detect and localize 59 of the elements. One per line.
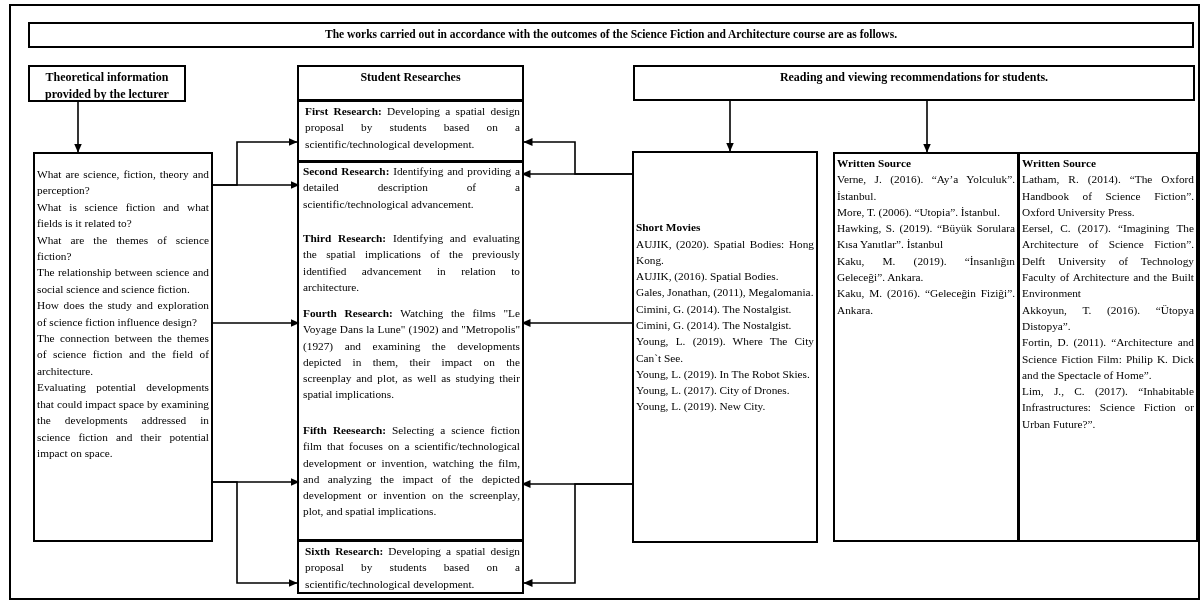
research-text: First Research: Developing a spatial design proposal by students based on a scientific/technological development. [305, 104, 520, 152]
reference-text: Fortin, D. (2011). “Architecture and Science Fiction Film: Philip K. Dick and the Spectacle of Home”. [1022, 335, 1194, 383]
question-text: How does the study and exploration of science fiction influence design? [37, 298, 209, 330]
reference-text: Young, L. (2017). City of Drones. [636, 383, 791, 399]
research-text: Fourth Research: Watching the films "Le Voyage Dans la Lune" (1902) and "Metropolis" (1927) and examining the developments depicted in them, their impact on the screenplay and plot, as well as studying their spatial implications. [303, 306, 520, 403]
title-box [28, 22, 1194, 48]
header-box [633, 65, 1195, 101]
connector-arrow [523, 483, 633, 587]
header-text: Theoretical information provided by the lecturer [44, 69, 170, 103]
question-text: Evaluating potential developments that could impact space by examining the developments addressed in science fiction and their potential impact on space. [37, 380, 209, 461]
research-text: Second Research: Identifying and providing a detailed description of a scientific/technological advancement. [303, 164, 520, 212]
research-box [297, 540, 524, 594]
reference-box [833, 152, 1019, 542]
reference-box [1018, 152, 1198, 542]
reference-text: AUJIK, (2020). Spatial Bodies: Hong Kong. [636, 236, 814, 268]
reference-text: More, T. (2006). “Utopia”. İstanbul. [837, 204, 1002, 220]
question-text: The relationship between science and social science and science fiction. [37, 265, 209, 297]
reference-text: Verne, J. (2016). “Ay’a Yolculuk”. İstanbul. [837, 172, 1015, 204]
research-text: Fifth Reesearch: Selecting a science fiction film that focuses on a scientific/technological development or invention, watching the film, and analyzing the impact of the depicted development or invention on the screenplay, plot, and spatial implications. [303, 423, 520, 520]
reference-box [632, 151, 818, 543]
reference-text: Young, L. (2019). Where The City Can`t See. [636, 334, 814, 366]
connector-arrow [521, 170, 633, 178]
reference-text: Akkoyun, T. (2016). “Ütopya Distopya”. [1022, 302, 1194, 334]
header-text: Student Researches [360, 69, 461, 86]
connector-arrow [74, 101, 82, 153]
section-heading: Short Movies [636, 220, 702, 236]
research-box [297, 100, 524, 162]
reference-text: AUJIK, (2016). Spatial Bodies. [636, 269, 780, 285]
research-text: Sixth Research: Developing a spatial design proposal by students based on a scientific/technological development. [305, 544, 520, 592]
question-text: What are the themes of science fiction? [37, 232, 209, 265]
connector-arrow [212, 181, 300, 189]
question-text: The connection between the themes of science fiction and the field of architecture. [37, 331, 209, 379]
reference-text: Gales, Jonathan, (2011), Megalomania. [636, 285, 814, 301]
reference-text: Kaku, M. (2016). “Geleceğin Fiziği”. Ankara. [837, 286, 1015, 318]
section-heading: Written Source [1022, 156, 1097, 171]
research-text: Third Research: Identifying and evaluating the spatial implications of the previously identified advancement in relation to architecture. [303, 231, 520, 295]
header-box [297, 65, 524, 101]
reference-text: Eersel, C. (2017). “Imagining The Architecture of Science Fiction”. Delft University of Technology Faculty of Architecture and the Built Environment [1022, 221, 1194, 302]
title-text: The works carried out in accordance with the outcomes of the Science Fiction and Architecture course are as follows. [324, 27, 897, 43]
header-text: Reading and viewing recommendations for students. [779, 69, 1049, 86]
reference-text: Cimini, G. (2014). The Nostalgist. [636, 318, 793, 333]
reference-text: Cimini, G. (2014). The Nostalgist. [636, 301, 793, 317]
connector-arrow [726, 100, 734, 152]
group-box [297, 161, 524, 541]
reference-text: Kaku, M. (2019). “İnsanlığın Geleceği”. Ankara. [837, 253, 1015, 286]
reference-text: Young, L. (2019). In The Robot Skies. [636, 366, 811, 382]
question-text: What is science fiction and what fields is it related to? [37, 199, 209, 232]
reference-text: Latham, R. (2014). “The Oxford Handbook of Science Fiction”. Oxford University Press. [1022, 172, 1194, 220]
section-heading: Written Source [837, 156, 912, 171]
question-text: What are science, fiction, theory and perception? [37, 167, 209, 199]
header-box [28, 65, 186, 102]
connector-arrow [212, 481, 298, 587]
question-list-box [33, 152, 213, 542]
connector-arrow [521, 319, 633, 327]
connector-arrow [923, 100, 931, 153]
connector-arrow [212, 319, 300, 327]
reference-text: Lim, J., C. (2017). “Inhabitable Infrastructures: Science Fiction or Urban Future?”. [1022, 384, 1194, 432]
reference-text: Young, L. (2019). New City. [636, 399, 767, 415]
reference-text: Hawking, S. (2019). “Büyük Sorulara Kısa Yanıtlar”. İstanbul [837, 221, 1015, 253]
